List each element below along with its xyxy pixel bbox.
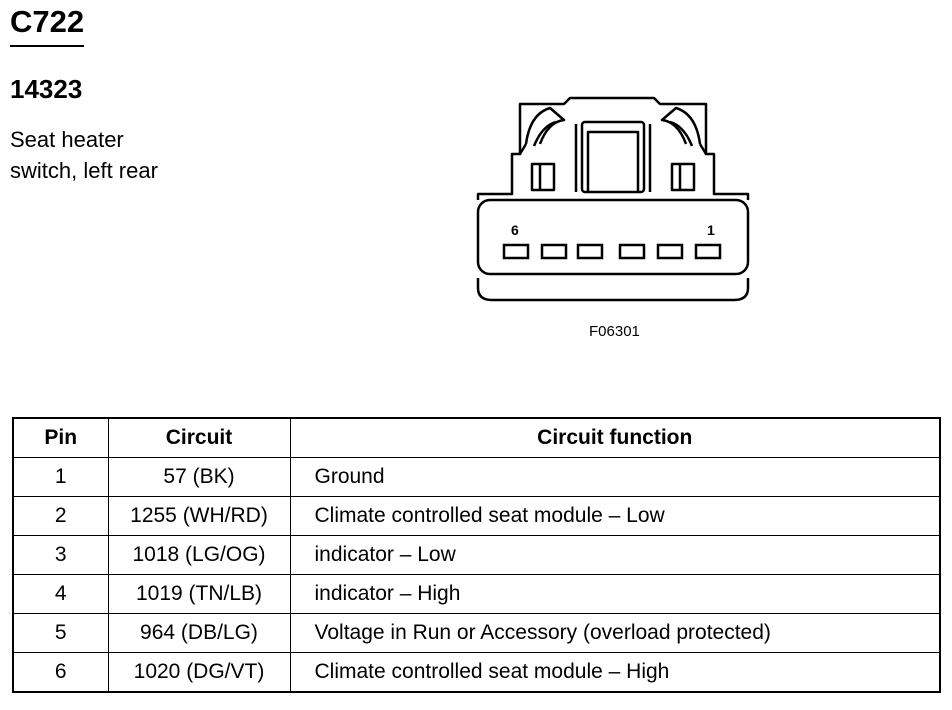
table-row: 3 1018 (LG/OG) indicator – Low: [12, 535, 941, 575]
pin-cell: 4: [12, 574, 109, 614]
connector-description: Seat heater switch, left rear: [10, 124, 158, 186]
right-latch: [660, 106, 702, 145]
circuit-cell: 57 (BK): [107, 457, 291, 497]
table-row: 5 964 (DB/LG) Voltage in Run or Accessor…: [12, 613, 941, 653]
header-pin: Pin: [12, 417, 109, 458]
left-latch: [524, 106, 566, 145]
pin-cell: 3: [12, 535, 109, 575]
pin-cell: 2: [12, 496, 109, 536]
description-line-2: switch, left rear: [10, 158, 158, 183]
connector-pin-face: [476, 198, 750, 276]
function-cell: indicator – Low: [289, 535, 941, 575]
pinout-table: Pin Circuit Circuit function 1 57 (BK) G…: [12, 417, 941, 693]
table-row: 6 1020 (DG/VT) Climate controlled seat m…: [12, 652, 941, 693]
left-window: [530, 162, 556, 192]
circuit-cell: 964 (DB/LG): [107, 613, 291, 653]
pin-cavity-4: [576, 243, 604, 260]
pin-cell: 5: [12, 613, 109, 653]
figure-label: F06301: [589, 323, 640, 340]
pin-label-1: 1: [707, 222, 715, 238]
circuit-cell: 1020 (DG/VT): [107, 652, 291, 693]
table-row: 1 57 (BK) Ground: [12, 457, 941, 497]
table-row: 4 1019 (TN/LB) indicator – High: [12, 574, 941, 614]
function-cell: Ground: [289, 457, 941, 497]
pin-cell: 6: [12, 652, 109, 693]
function-cell: Voltage in Run or Accessory (overload pr…: [289, 613, 941, 653]
center-lock-tab: [580, 120, 646, 194]
pin-cavity-5: [540, 243, 568, 260]
pin-cavity-2: [656, 243, 684, 260]
pin-cavity-1: [694, 243, 722, 260]
header-circuit-function: Circuit function: [289, 417, 941, 458]
connector-diagram: 6 1: [476, 96, 750, 302]
function-cell: Climate controlled seat module – Low: [289, 496, 941, 536]
connector-bottom-skirt: [476, 278, 750, 302]
table-header-row: Pin Circuit Circuit function: [12, 417, 941, 458]
circuit-cell: 1018 (LG/OG): [107, 535, 291, 575]
pin-cell: 1: [12, 457, 109, 497]
circuit-cell: 1255 (WH/RD): [107, 496, 291, 536]
connector-top-housing: [476, 96, 750, 200]
description-line-1: Seat heater: [10, 127, 124, 152]
circuit-cell: 1019 (TN/LB): [107, 574, 291, 614]
part-number: 14323: [10, 74, 83, 104]
function-cell: indicator – High: [289, 574, 941, 614]
function-cell: Climate controlled seat module – High: [289, 652, 941, 693]
right-window: [670, 162, 696, 192]
pin-cavity-3: [618, 243, 646, 260]
table-row: 2 1255 (WH/RD) Climate controlled seat m…: [12, 496, 941, 536]
header-circuit: Circuit: [107, 417, 291, 458]
pin-label-6: 6: [511, 222, 519, 238]
connector-code: C722: [10, 4, 85, 47]
pin-cavity-6: [502, 243, 530, 260]
